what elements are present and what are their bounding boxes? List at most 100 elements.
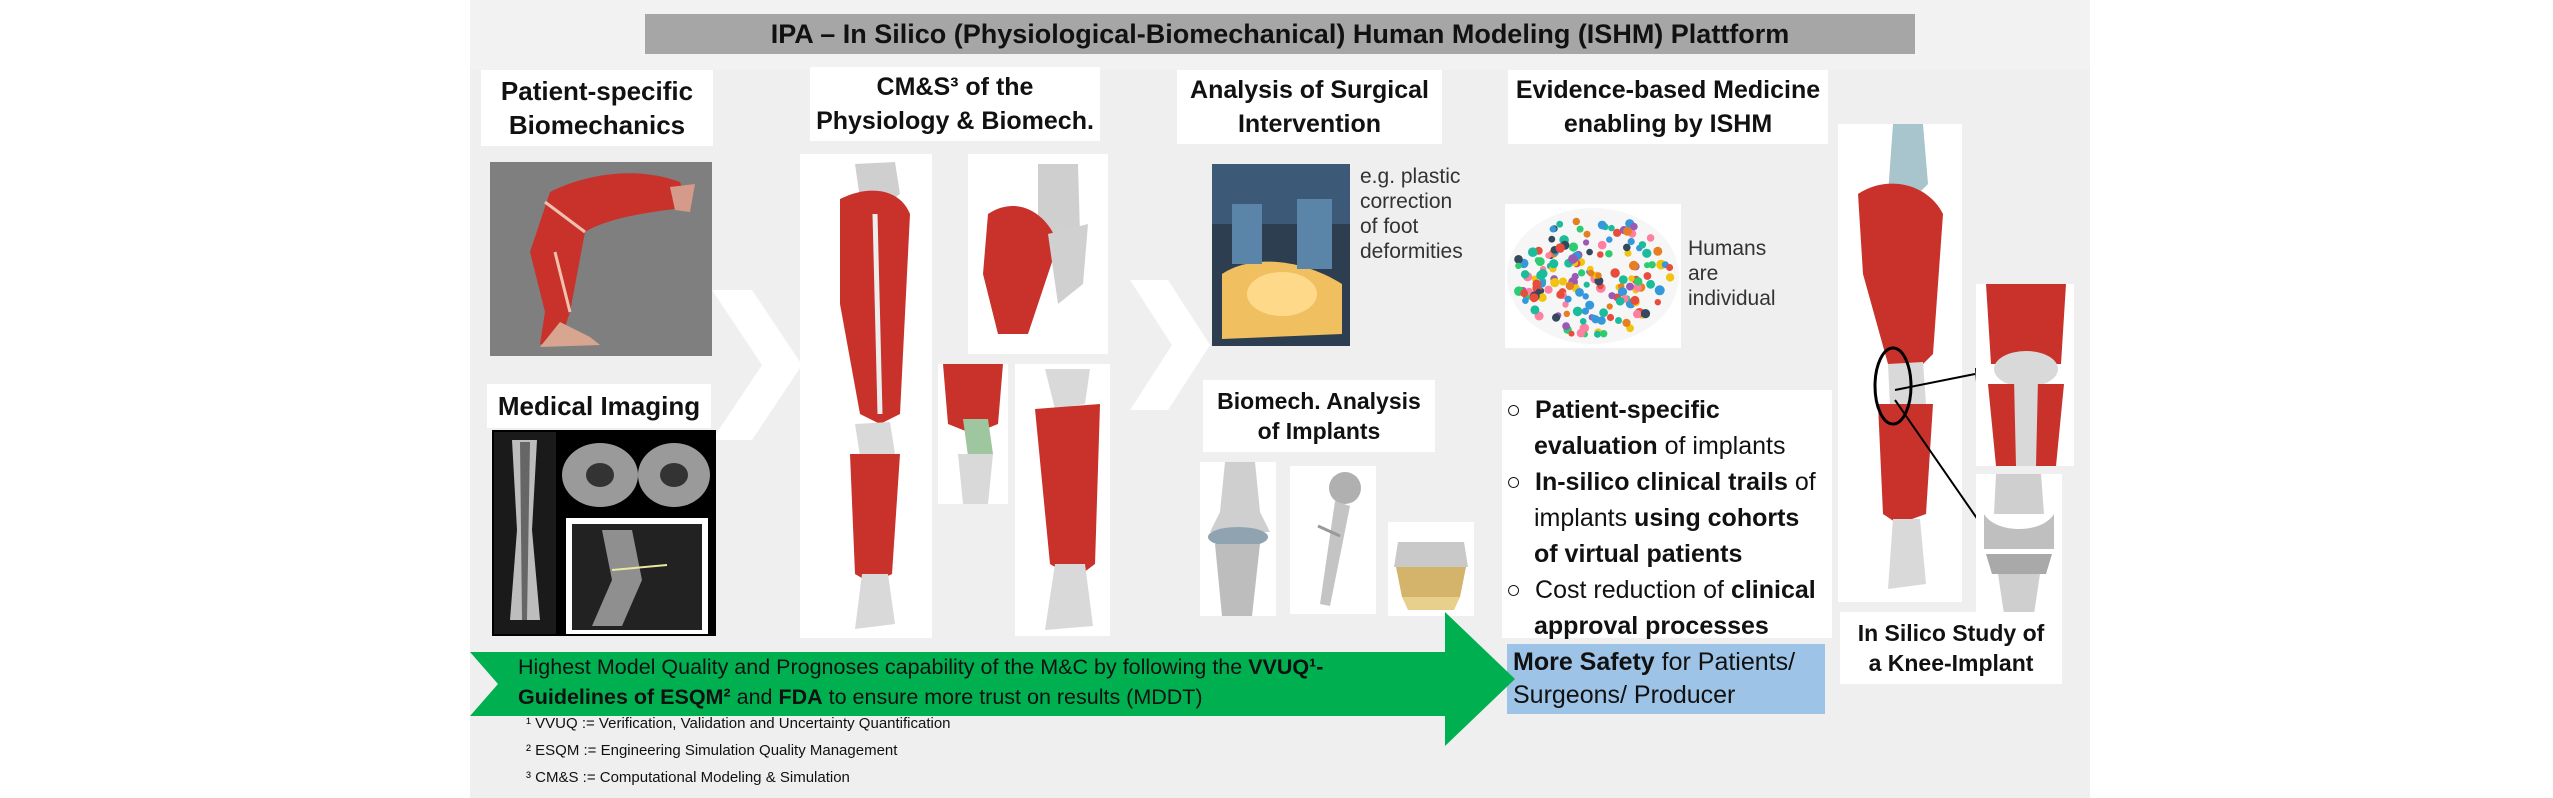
crowd-person-dot <box>1629 260 1639 271</box>
crowd-person-dot <box>1530 305 1540 315</box>
crowd-person-dot <box>1582 293 1589 300</box>
knee-joint-closeup <box>1976 284 2074 466</box>
label-line: Intervention <box>1237 110 1382 138</box>
crowd-person-dot <box>1595 272 1602 279</box>
label-line: CM&S³ of the <box>876 73 1034 101</box>
crowd-person-dot <box>1572 217 1580 226</box>
crowd-person-dot <box>1630 295 1640 305</box>
crowd-person-dot <box>1538 269 1548 279</box>
crowd-person-dot <box>1653 246 1663 256</box>
safety-line-1: More Safety for Patients/ <box>1513 646 1819 679</box>
evidence-label: Evidence-based Medicine enabling by ISHM <box>1508 70 1828 144</box>
crowd-person-dot <box>1535 288 1542 295</box>
crowd-person-dot <box>1594 330 1601 338</box>
crowd-person-dot <box>1618 275 1628 284</box>
safety-bold: More Safety <box>1513 648 1655 676</box>
implants-label: Biomech. Analysis of Implants <box>1203 380 1435 452</box>
arrow-text-part: Guidelines of ESQM² <box>518 685 731 709</box>
humans-note: Humans are individual <box>1688 236 1788 311</box>
crowd-person-dot <box>1563 310 1570 317</box>
crowd-person-dot <box>1578 269 1586 277</box>
note-line: e.g. plastic <box>1360 165 1461 188</box>
bullet-3-cont: approval processes <box>1506 608 1832 644</box>
crowd-person-dot <box>1532 279 1542 289</box>
label-line: Analysis of Surgical <box>1190 76 1429 104</box>
crowd-person-dot <box>1528 247 1538 257</box>
bullet-text: of <box>1787 468 1816 496</box>
label-line: enabling by ISHM <box>1563 110 1773 138</box>
crowd-person-dot <box>1648 261 1656 269</box>
crowd-person-dot <box>1600 330 1608 338</box>
bullet-2: ○ In-silico clinical trails of <box>1506 464 1832 500</box>
crowd-person-dot <box>1565 281 1575 291</box>
label-line: Physiology & Biomech. <box>816 107 1094 135</box>
crowd-person-dot <box>1562 322 1570 330</box>
crowd-person-dot <box>1548 235 1556 243</box>
note-line: correction <box>1360 190 1453 213</box>
crowd-person-dot <box>1544 285 1553 294</box>
benefits-list: ○ Patient-specific evaluation of implant… <box>1502 390 1832 640</box>
crowd-person-dot <box>1556 290 1565 299</box>
crowd-person-dot <box>1597 251 1604 258</box>
crowd-person-dot <box>1628 275 1635 282</box>
chevron-1-icon <box>712 290 802 440</box>
crowd-person-dot <box>1520 289 1528 298</box>
arrow-text-part: Highest Model Quality and Prognoses capa… <box>518 655 1249 679</box>
surgical-label: Analysis of Surgical Intervention <box>1177 70 1442 144</box>
patient-biomech-label: Patient-specific Biomechanics <box>481 70 713 146</box>
crowd-person-dot <box>1549 225 1557 233</box>
crowd-person-dot <box>1624 249 1632 257</box>
crowd-person-dot <box>1556 220 1564 228</box>
crowd-person-dot <box>1576 328 1586 338</box>
crowd-person-dot <box>1568 254 1578 264</box>
crowd-person-dot <box>1545 252 1552 259</box>
crowd-person-dot <box>1568 330 1575 337</box>
crowd-person-dot <box>1615 296 1625 306</box>
crowd-person-dot <box>1590 314 1597 321</box>
knee-implant-closeup <box>1976 474 2062 614</box>
crowd-person-dot <box>1579 318 1587 325</box>
bullet-text: of virtual patients <box>1534 540 1743 568</box>
crowd-person-dot <box>1529 293 1539 303</box>
surgical-note: e.g. plastic correction of foot deformit… <box>1360 164 1480 264</box>
crowd-person-dot <box>1552 313 1561 322</box>
arrow-line-2: Guidelines of ESQM² and FDA to ensure mo… <box>518 682 1438 712</box>
crowd-person-dot <box>1538 293 1547 302</box>
footnote-2: ² ESQM := Engineering Simulation Quality… <box>526 742 898 759</box>
bullet-marker: ○ <box>1506 468 1522 496</box>
note-line: deformities <box>1360 240 1463 263</box>
bullet-text: approval processes <box>1534 612 1769 640</box>
label-line: a Knee-Implant <box>1868 650 2034 676</box>
hip-stem-image <box>1290 466 1376 614</box>
safety-text: for Patients/ <box>1654 648 1796 676</box>
crowd-person-dot <box>1654 285 1665 296</box>
crowd-person-dot <box>1613 228 1622 237</box>
crowd-person-dot <box>1638 241 1647 249</box>
squat-figure <box>490 162 712 356</box>
bullet-2-cont2: of virtual patients <box>1506 536 1832 572</box>
bullet-2-cont: implants using cohorts <box>1506 500 1832 536</box>
crowd-person-dot <box>1583 230 1591 238</box>
crowd-person-dot <box>1585 300 1595 310</box>
label-line: of Implants <box>1257 418 1381 444</box>
crowd-person-dot <box>1597 316 1606 325</box>
crowd-person-dot <box>1550 278 1560 288</box>
crowd-person-dot <box>1634 277 1643 286</box>
label-line: Biomech. Analysis <box>1217 388 1421 414</box>
crowd-image <box>1505 204 1681 348</box>
bullet-text: of implants <box>1657 432 1786 460</box>
label-line: Biomechanics <box>508 110 686 140</box>
arrow-text-part: to ensure more trust on results (MDDT) <box>822 685 1203 709</box>
crowd-person-dot <box>1581 307 1589 315</box>
footnote-1: ¹ VVUQ := Verification, Validation and U… <box>526 715 951 732</box>
crowd-person-dot <box>1633 309 1642 319</box>
bullet-text: In-silico clinical trails <box>1535 468 1788 496</box>
crowd-person-dot <box>1608 224 1615 232</box>
crowd-person-dot <box>1626 282 1634 291</box>
footnote-3: ³ CM&S := Computational Modeling & Simul… <box>526 769 850 786</box>
knee-muscle-model <box>938 364 1008 504</box>
label-line: In Silico Study of <box>1857 620 2045 646</box>
bullet-3: ○ Cost reduction of clinical <box>1506 572 1832 608</box>
arrow-line-1: Highest Model Quality and Prognoses capa… <box>518 652 1438 682</box>
crowd-person-dot <box>1514 255 1523 264</box>
